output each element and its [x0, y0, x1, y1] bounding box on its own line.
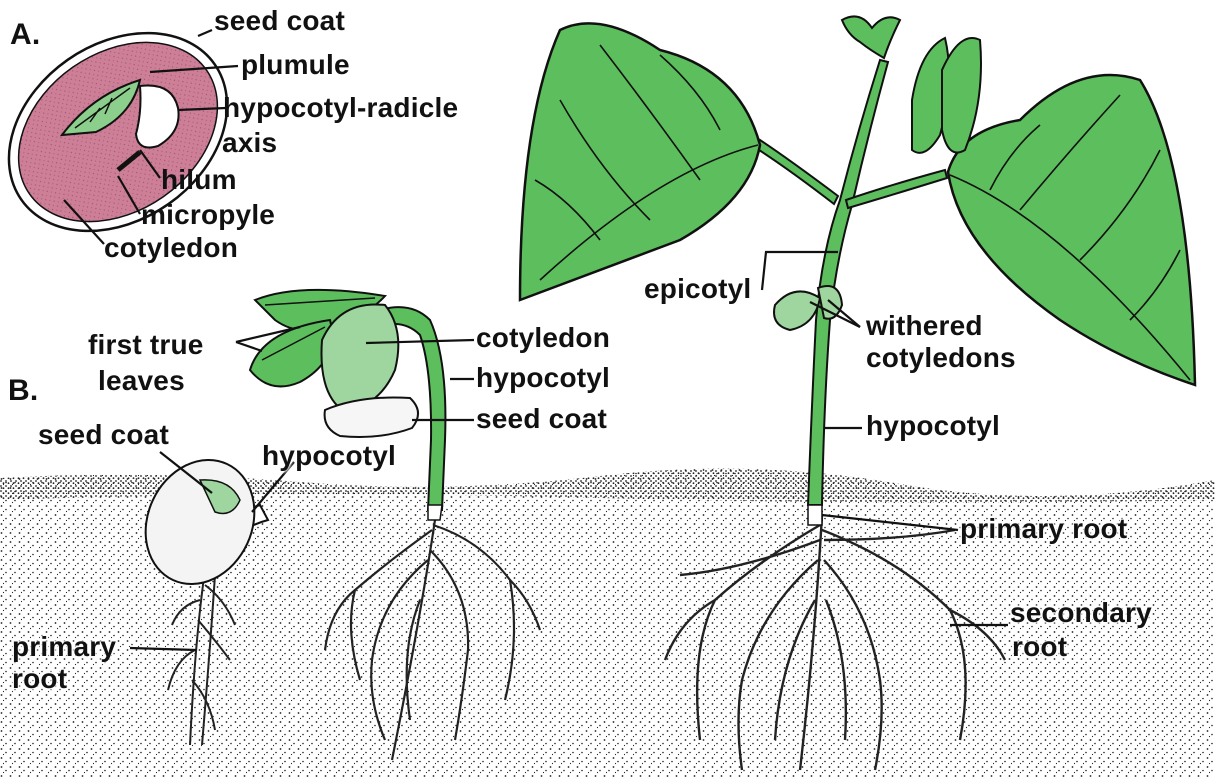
label-hypocotyl-radicle: hypocotyl-radicle — [223, 93, 458, 123]
left-leaf — [520, 23, 760, 300]
right-petiole — [846, 170, 947, 208]
label-hilum: hilum — [161, 165, 237, 195]
label-hypocotyl-stage2: hypocotyl — [476, 363, 610, 393]
top-buds — [842, 16, 900, 58]
label-withered: withered — [866, 311, 983, 341]
panel-a-letter: A. — [10, 20, 40, 50]
label-primary-stage1: primary — [12, 632, 116, 662]
label-primary-root-stage3: primary root — [960, 514, 1127, 544]
label-cotyledon-stage2: cotyledon — [476, 323, 610, 353]
label-secondary: secondary — [1010, 598, 1152, 628]
label-leaves: leaves — [98, 366, 185, 396]
label-cotyledons: cotyledons — [866, 343, 1016, 373]
left-petiole — [756, 140, 838, 204]
label-epicotyl: epicotyl — [644, 274, 751, 304]
label-axis: axis — [222, 128, 277, 158]
label-plumule: plumule — [241, 50, 350, 80]
label-root-stage3: root — [1012, 632, 1067, 662]
right-leaf — [948, 75, 1195, 385]
label-hypocotyl-stage1: hypocotyl — [262, 441, 396, 471]
label-hypocotyl-stage3: hypocotyl — [866, 411, 1000, 441]
label-seed-coat-stage2: seed coat — [476, 404, 607, 434]
withered-cotyledon-1 — [774, 291, 820, 330]
label-seed-coat-stage1: seed coat — [38, 420, 169, 450]
label-root-stage1: root — [12, 664, 67, 694]
label-micropyle: micropyle — [141, 200, 275, 230]
label-cotyledon-a: cotyledon — [104, 233, 238, 263]
panel-b-letter: B. — [8, 376, 38, 406]
label-seed-coat-a: seed coat — [214, 6, 345, 36]
label-first-true: first true — [88, 330, 204, 360]
